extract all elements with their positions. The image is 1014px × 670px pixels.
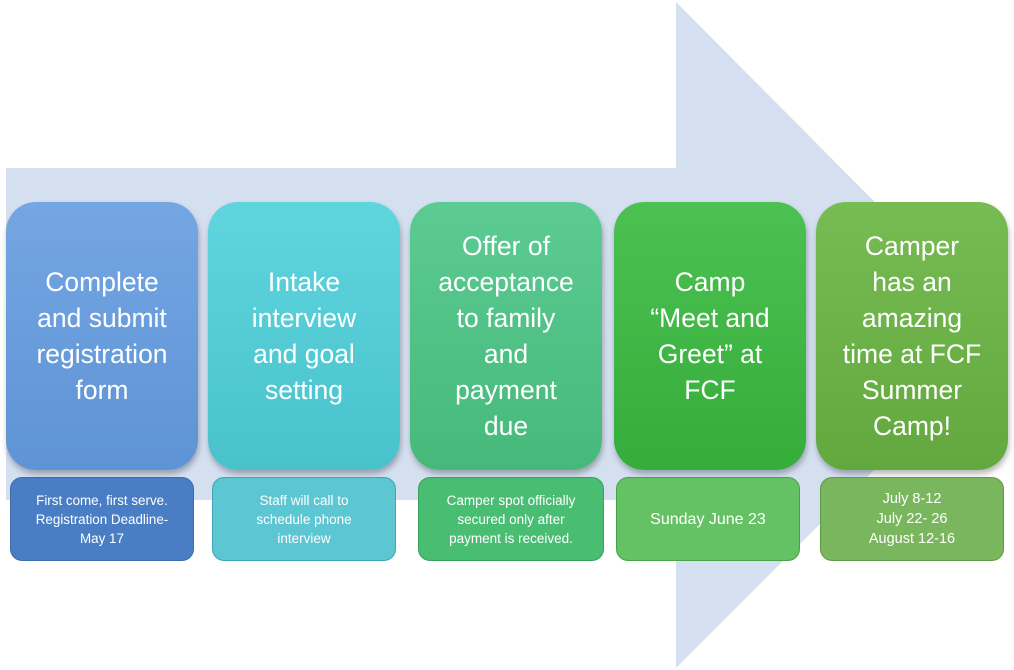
- step-4-note-box: Sunday June 23: [616, 477, 800, 561]
- step-5-box: Camper has an amazing time at FCF Summer…: [816, 202, 1008, 470]
- step-4-note: Sunday June 23: [650, 510, 766, 528]
- step-5-title: Camper has an amazing time at FCF Summer…: [842, 231, 982, 441]
- step-5-note-box: July 8-12 July 22- 26 August 12-16: [820, 477, 1004, 561]
- step-1-note-box: First come, first serve. Registration De…: [10, 477, 194, 561]
- step-3-box: Offer of acceptance to family and paymen…: [410, 202, 602, 470]
- step-2-box: Intake interview and goal setting: [208, 202, 400, 470]
- step-1-box: Complete and submit registration form: [6, 202, 198, 470]
- step-3-note-box: Camper spot officially secured only afte…: [418, 477, 604, 561]
- step-4-box: Camp “Meet and Greet” at FCF: [614, 202, 806, 470]
- step-2-note: Staff will call to schedule phone interv…: [256, 492, 352, 546]
- step-2-note-box: Staff will call to schedule phone interv…: [212, 477, 396, 561]
- step-3-title: Offer of acceptance to family and paymen…: [438, 231, 574, 441]
- step-3-note: Camper spot officially secured only afte…: [446, 492, 576, 546]
- step-2-title: Intake interview and goal setting: [251, 267, 357, 405]
- step-1-note: First come, first serve. Registration De…: [35, 492, 169, 546]
- step-4-title: Camp “Meet and Greet” at FCF: [650, 267, 770, 405]
- step-1-title: Complete and submit registration form: [36, 267, 168, 405]
- step-5-note: July 8-12 July 22- 26 August 12-16: [868, 491, 956, 547]
